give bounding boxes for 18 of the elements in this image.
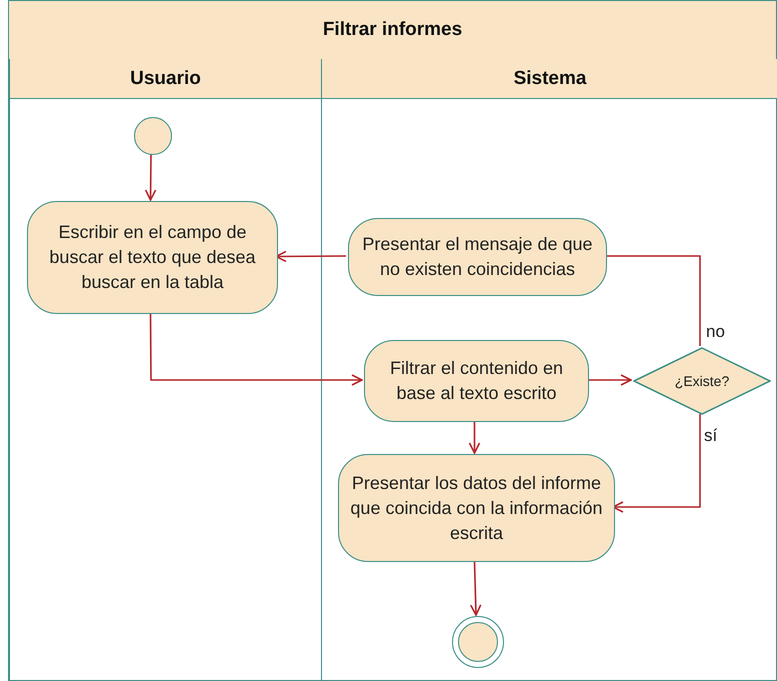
arrow [470, 560, 482, 616]
decision-label: ¿Existe? [674, 373, 730, 389]
activity-box: Escribir en el campo de buscar el texto que desea buscar en la tabla [27, 201, 278, 314]
swimlane [321, 59, 777, 681]
arrow [587, 374, 632, 386]
end-node [452, 616, 504, 668]
arrow [144, 154, 156, 201]
pool-title: Filtrar informes [9, 1, 776, 60]
start-node [134, 117, 172, 155]
swimlane [9, 59, 321, 681]
arrow [150, 313, 363, 386]
activity-box: Presentar los datos del informe que coincida con la información escrita [338, 454, 615, 562]
activity-box: Filtrar el contenido en base al texto escrito [364, 340, 589, 422]
activity-box: Presentar el mensaje de que no existen coincidencias [348, 218, 607, 296]
lane-header: Usuario [10, 59, 321, 99]
pool-frame [8, 0, 777, 681]
arrow [468, 421, 480, 454]
lane-header: Sistema [322, 59, 777, 99]
